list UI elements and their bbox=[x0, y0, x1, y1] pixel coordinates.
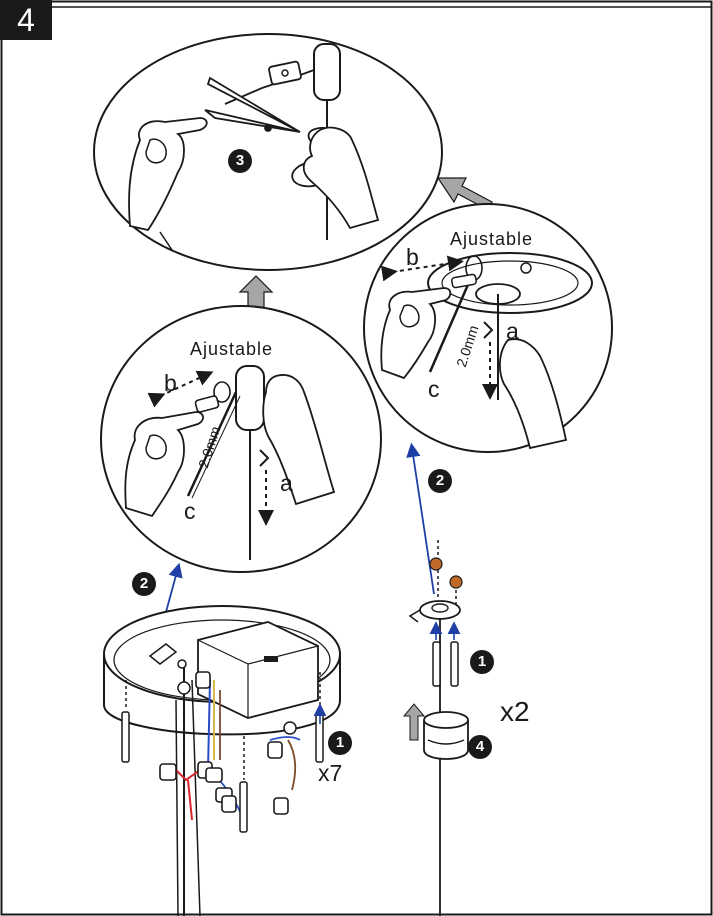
step-marker-3: 3 bbox=[228, 149, 252, 173]
canopy-cylinder bbox=[236, 366, 264, 430]
step-marker-2-right: 2 bbox=[428, 469, 452, 493]
step-marker-4: 4 bbox=[468, 735, 492, 759]
step-marker-1-left: 1 bbox=[328, 731, 352, 755]
washer bbox=[450, 576, 462, 588]
label-c-left: c bbox=[184, 498, 196, 525]
canopy-cylinder bbox=[314, 44, 340, 100]
adjustable-label-right: Ajustable bbox=[450, 229, 533, 250]
gray-arrow-up bbox=[240, 276, 272, 310]
washer bbox=[430, 558, 442, 570]
blue-arrow-right bbox=[412, 448, 434, 594]
screws bbox=[433, 642, 458, 686]
adjustable-label-left: Ajustable bbox=[190, 339, 273, 360]
step-marker-2-left: 2 bbox=[132, 572, 156, 596]
label-c-right: c bbox=[428, 376, 440, 403]
detail-circle-cut-wire bbox=[94, 34, 442, 270]
blue-arrow-left bbox=[166, 568, 178, 612]
step-marker-1-right: 1 bbox=[470, 650, 494, 674]
label-b-right: b bbox=[406, 244, 419, 271]
label-a-right: a bbox=[506, 318, 519, 345]
ceiling-plate-assembly bbox=[404, 540, 468, 916]
gray-arrow-up-small bbox=[404, 704, 424, 740]
ceiling-base-wiring bbox=[104, 606, 340, 916]
quantity-x2: x2 bbox=[500, 696, 530, 728]
label-a-left: a bbox=[280, 470, 293, 497]
quantity-x7: x7 bbox=[318, 760, 342, 787]
junction-box bbox=[198, 622, 318, 718]
label-b-left: b bbox=[164, 370, 177, 397]
